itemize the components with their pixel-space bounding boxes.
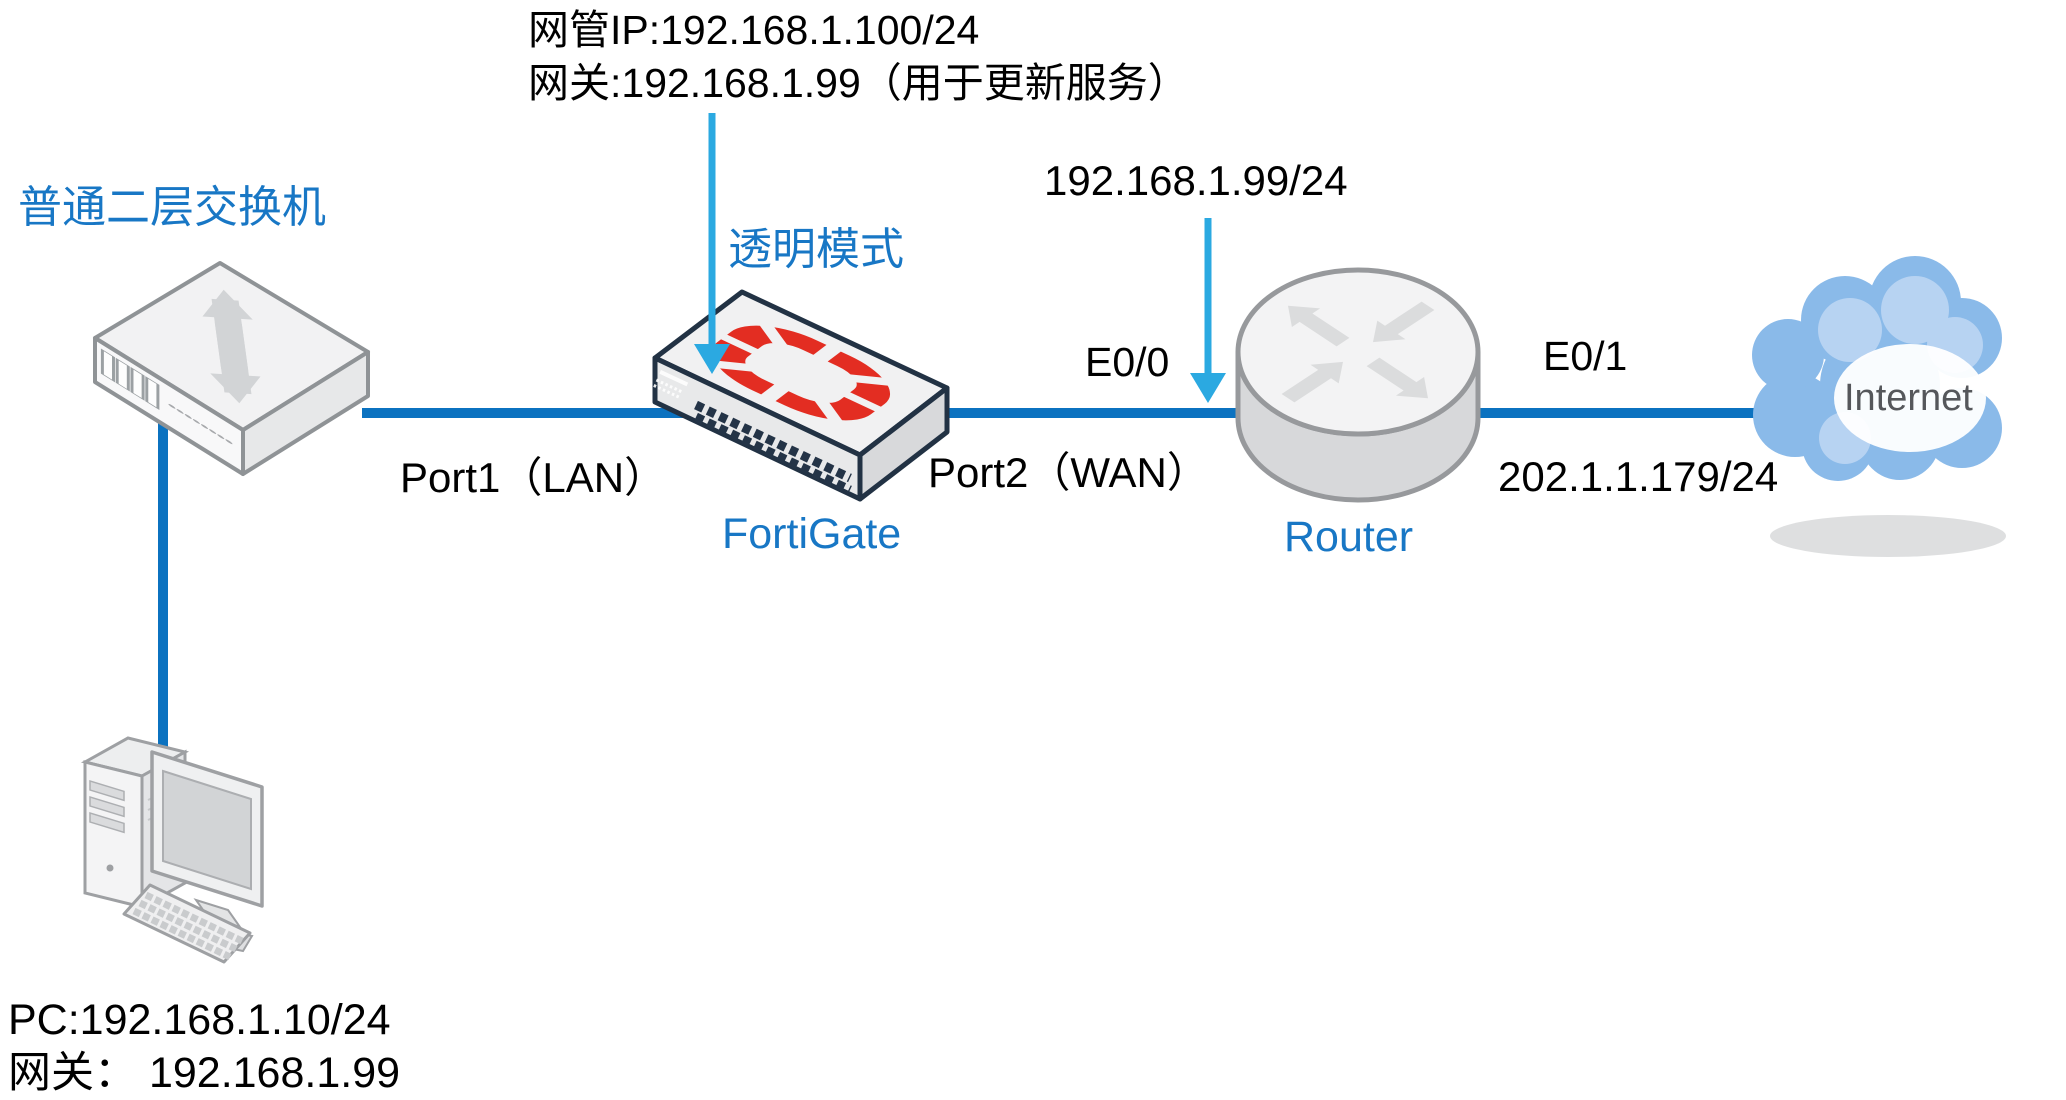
pc-drive-bays <box>89 780 125 834</box>
mgmt-ip-line1: 网管IP:192.168.1.100/24 <box>528 7 980 53</box>
pc-ip-line: PC:192.168.1.10/24 <box>8 996 391 1044</box>
fortigate-ports <box>694 400 852 483</box>
e0-1-label: E0/1 <box>1543 333 1628 379</box>
mgmt-ip-annotation: 网管IP:192.168.1.100/24 网关:192.168.1.99（用于… <box>528 4 1189 110</box>
wan-ip-label: 202.1.1.179/24 <box>1498 453 1779 500</box>
fortinet-logo <box>701 318 901 428</box>
port1-label: Port1（LAN） <box>400 454 667 501</box>
router-ip-arrow <box>1190 218 1226 403</box>
transparent-mode-label: 透明模式 <box>728 225 904 274</box>
mgmt-ip-line2: 网关:192.168.1.99（用于更新服务） <box>528 60 1189 106</box>
router-icon <box>1235 267 1481 503</box>
internet-label: Internet <box>1844 377 1973 419</box>
router-label: Router <box>1284 513 1414 561</box>
switch-ports <box>100 348 233 445</box>
fortigate-ports <box>694 412 852 495</box>
cloud-shadow <box>1770 515 2006 557</box>
switch-arrows-glyph <box>202 289 261 404</box>
switch-label: 普通二层交换机 <box>18 183 326 232</box>
pc-gateway-line: 网关： 192.168.1.99 <box>8 1049 401 1097</box>
fortigate-icon <box>652 289 950 502</box>
e0-0-label: E0/0 <box>1085 339 1170 385</box>
router-ip-label: 192.168.1.99/24 <box>1044 157 1348 204</box>
switch-icon <box>93 261 370 476</box>
pc-annotation: PC:192.168.1.10/24 网关： 192.168.1.99 <box>8 994 400 1100</box>
router-arrows-glyph <box>1281 301 1435 403</box>
fortigate-label: FortiGate <box>722 510 902 558</box>
mgmt-ip-arrow <box>694 113 730 374</box>
internet-cloud-icon <box>1752 256 2006 557</box>
pc-keyboard-keys <box>132 891 244 961</box>
port2-label: Port2（WAN） <box>928 449 1209 496</box>
pc-icon <box>80 736 264 964</box>
